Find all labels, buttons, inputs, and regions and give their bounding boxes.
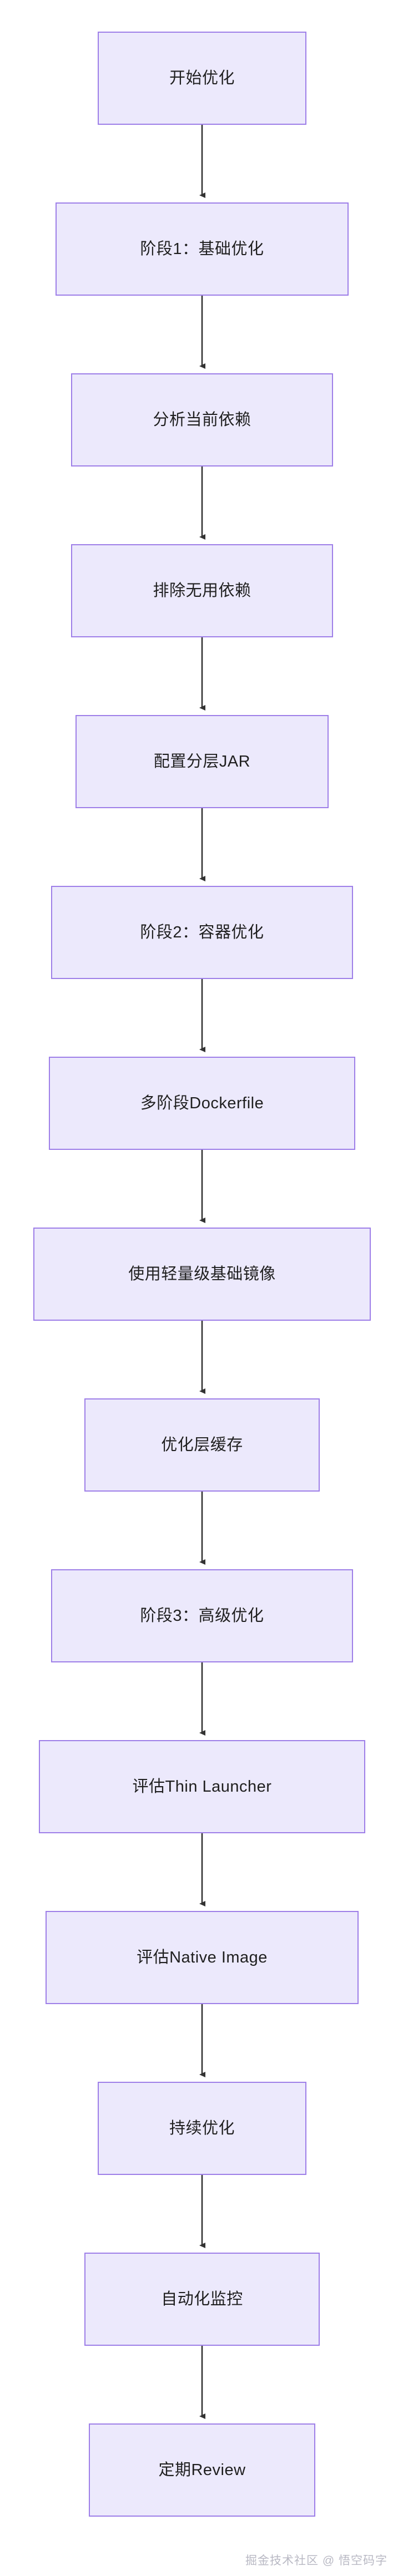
flow-node-label: 配置分层JAR — [153, 752, 251, 770]
flow-node-label: 持续优化 — [169, 2119, 235, 2137]
flow-node-n1[interactable]: 开始优化 — [98, 32, 306, 125]
flow-node-n4[interactable]: 排除无用依赖 — [71, 544, 333, 637]
flow-node-n15[interactable]: 定期Review — [89, 2423, 315, 2517]
flow-node-n10[interactable]: 阶段3：高级优化 — [51, 1569, 353, 1662]
flow-node-n8[interactable]: 使用轻量级基础镜像 — [33, 1228, 371, 1321]
flow-node-label: 分析当前依赖 — [153, 410, 251, 429]
flow-node-n2[interactable]: 阶段1：基础优化 — [56, 202, 349, 296]
flow-node-n5[interactable]: 配置分层JAR — [75, 715, 329, 808]
flow-node-label: 排除无用依赖 — [153, 581, 251, 600]
flow-node-n7[interactable]: 多阶段Dockerfile — [49, 1057, 355, 1150]
flow-node-label: 多阶段Dockerfile — [140, 1094, 264, 1112]
flow-node-n6[interactable]: 阶段2：容器优化 — [51, 886, 353, 979]
flow-node-n9[interactable]: 优化层缓存 — [84, 1398, 320, 1492]
flow-node-label: 开始优化 — [169, 69, 235, 87]
flow-node-label: 优化层缓存 — [161, 1436, 243, 1454]
flow-node-n3[interactable]: 分析当前依赖 — [71, 373, 333, 466]
watermark: 掘金技术社区 @ 悟空码字 — [245, 2554, 387, 2567]
flow-node-n13[interactable]: 持续优化 — [98, 2082, 306, 2175]
flow-node-label: 自动化监控 — [161, 2290, 243, 2308]
flow-node-label: 阶段2：容器优化 — [140, 923, 264, 941]
flow-node-label: 评估Native Image — [137, 1948, 268, 1966]
flow-node-label: 定期Review — [158, 2461, 246, 2479]
flow-node-n11[interactable]: 评估Thin Launcher — [39, 1740, 365, 1833]
flow-node-label: 使用轻量级基础镜像 — [128, 1265, 276, 1283]
flow-node-n12[interactable]: 评估Native Image — [46, 1911, 359, 2004]
flow-node-label: 阶段1：基础优化 — [140, 240, 264, 258]
flow-node-n14[interactable]: 自动化监控 — [84, 2253, 320, 2346]
flow-node-label: 阶段3：高级优化 — [140, 1606, 264, 1625]
flow-node-label: 评估Thin Launcher — [132, 1777, 272, 1796]
